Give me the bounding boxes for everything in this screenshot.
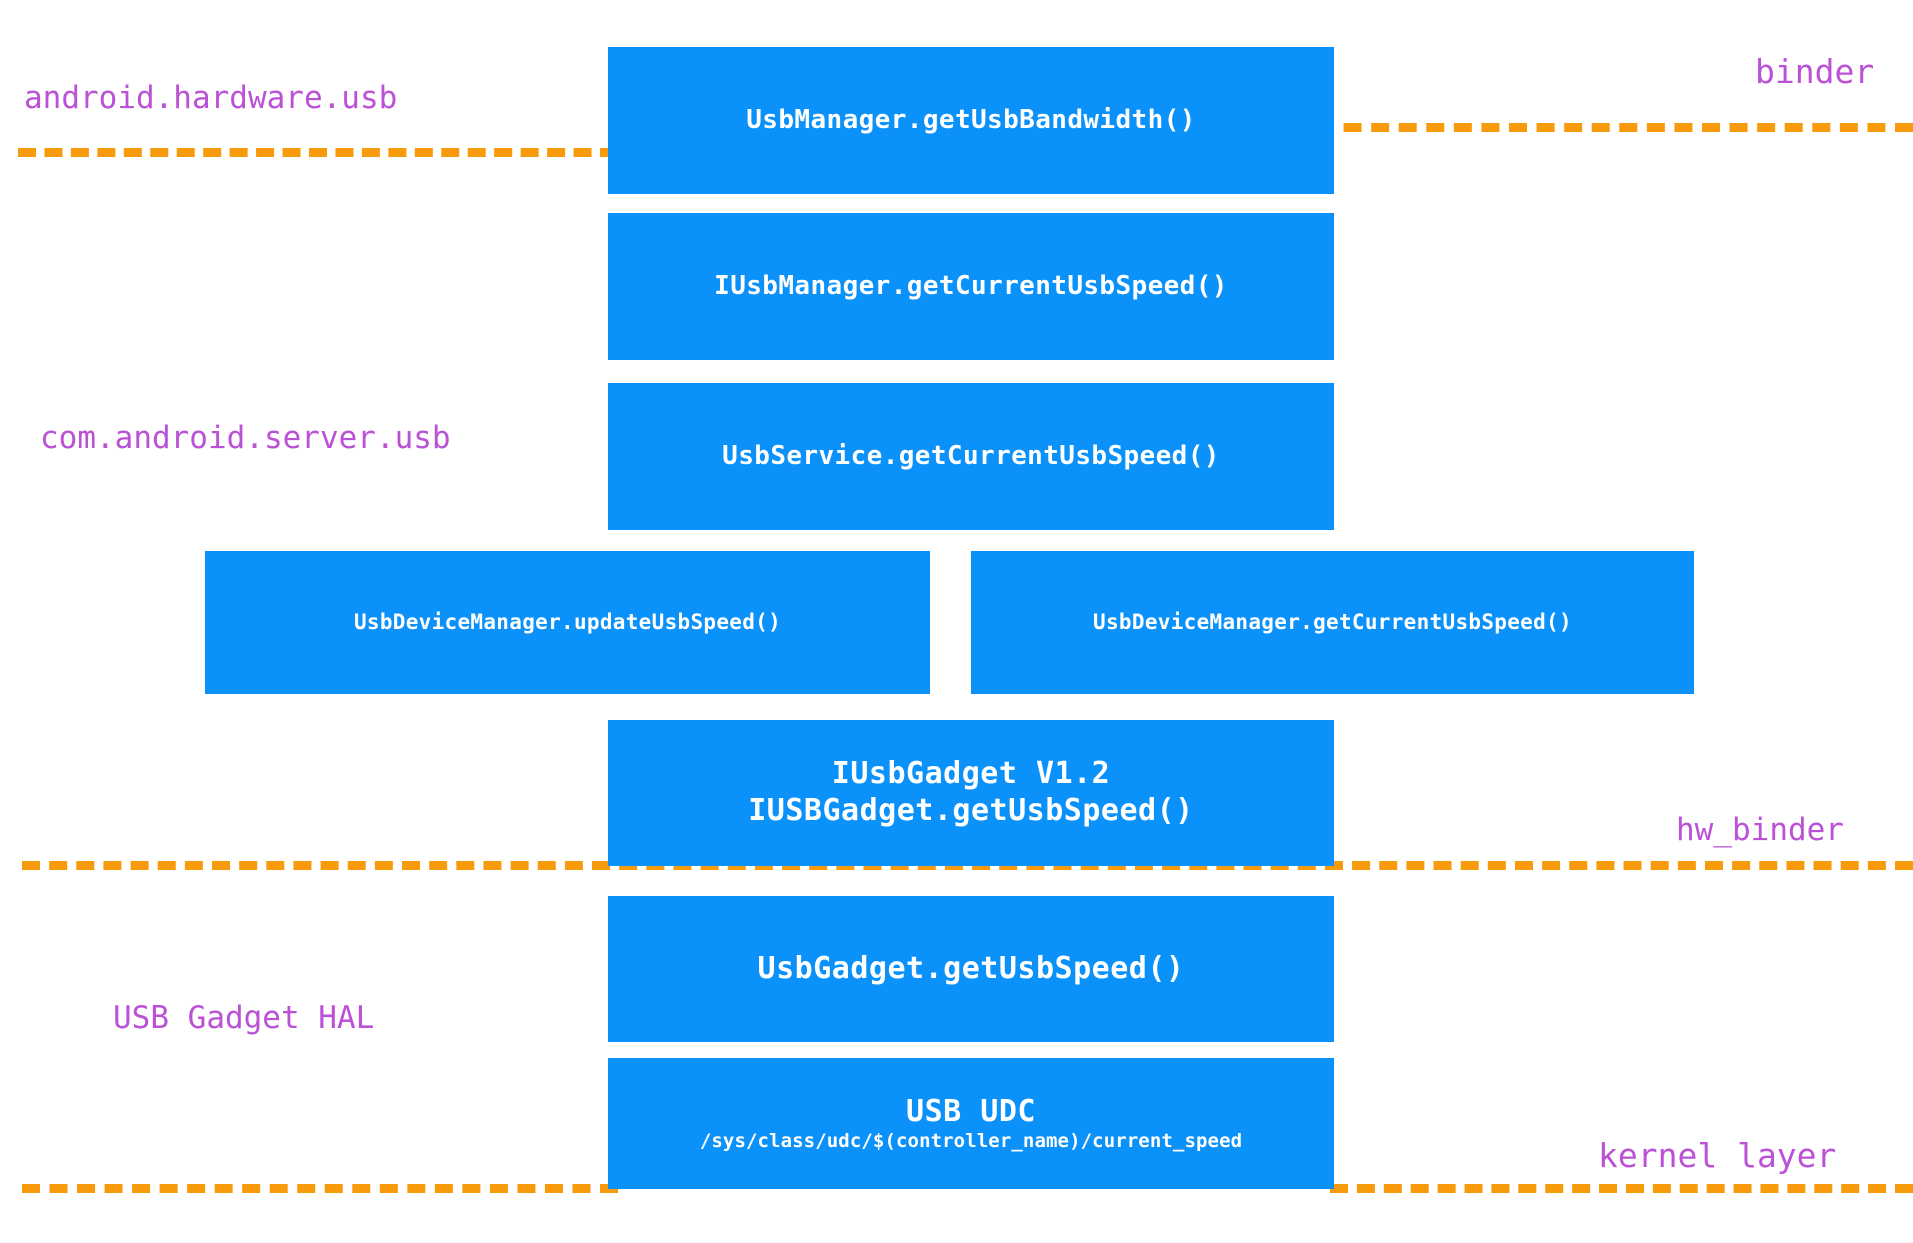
box-usbdevicemanager-updateusbspeed[interactable]: UsbDeviceManager.updateUsbSpeed() xyxy=(205,551,930,694)
box-label-line1: UsbService.getCurrentUsbSpeed() xyxy=(722,440,1220,471)
layer-label-hw-binder: hw_binder xyxy=(1676,812,1844,848)
divider-kernel-right xyxy=(1330,1184,1913,1193)
box-label-line2: IUSBGadget.getUsbSpeed() xyxy=(748,793,1194,828)
box-usbservice-getcurrentusbspeed[interactable]: UsbService.getCurrentUsbSpeed() xyxy=(608,383,1334,530)
box-label-line1: IUsbManager.getCurrentUsbSpeed() xyxy=(714,270,1228,301)
box-label-line1: IUsbGadget V1.2 xyxy=(831,756,1111,792)
layer-label-binder: binder xyxy=(1755,52,1875,91)
divider-kernel-left xyxy=(22,1184,618,1193)
box-label-line1: UsbGadget.getUsbSpeed() xyxy=(757,950,1185,986)
box-usb-udc[interactable]: USB UDC /sys/class/udc/$(controller_name… xyxy=(608,1058,1334,1189)
layer-label-com-android-server-usb: com.android.server.usb xyxy=(40,420,451,456)
box-usbmanager-getusbbandwidth[interactable]: UsbManager.getUsbBandwidth() xyxy=(608,47,1334,194)
layer-label-android-hardware-usb: android.hardware.usb xyxy=(24,80,398,116)
divider-binder-right xyxy=(1316,123,1913,132)
layer-label-usb-gadget-hal: USB Gadget HAL xyxy=(113,1000,375,1036)
box-label-line2: /sys/class/udc/$(controller_name)/curren… xyxy=(699,1130,1243,1153)
box-iusbgadget[interactable]: IUsbGadget V1.2 IUSBGadget.getUsbSpeed() xyxy=(608,720,1334,866)
box-label-line1: UsbDeviceManager.updateUsbSpeed() xyxy=(353,609,782,634)
box-usbdevicemanager-getcurrentusbspeed[interactable]: UsbDeviceManager.getCurrentUsbSpeed() xyxy=(971,551,1694,694)
box-label-line1: UsbManager.getUsbBandwidth() xyxy=(746,104,1196,135)
divider-binder-left xyxy=(18,148,618,157)
layer-label-kernel-layer: kernel layer xyxy=(1598,1136,1837,1175)
box-label-line1: USB UDC xyxy=(906,1093,1036,1129)
box-iusbmanager-getcurrentusbspeed[interactable]: IUsbManager.getCurrentUsbSpeed() xyxy=(608,213,1334,360)
box-label-line1: UsbDeviceManager.getCurrentUsbSpeed() xyxy=(1093,609,1572,634)
box-usbgadget-getusbspeed[interactable]: UsbGadget.getUsbSpeed() xyxy=(608,896,1334,1042)
